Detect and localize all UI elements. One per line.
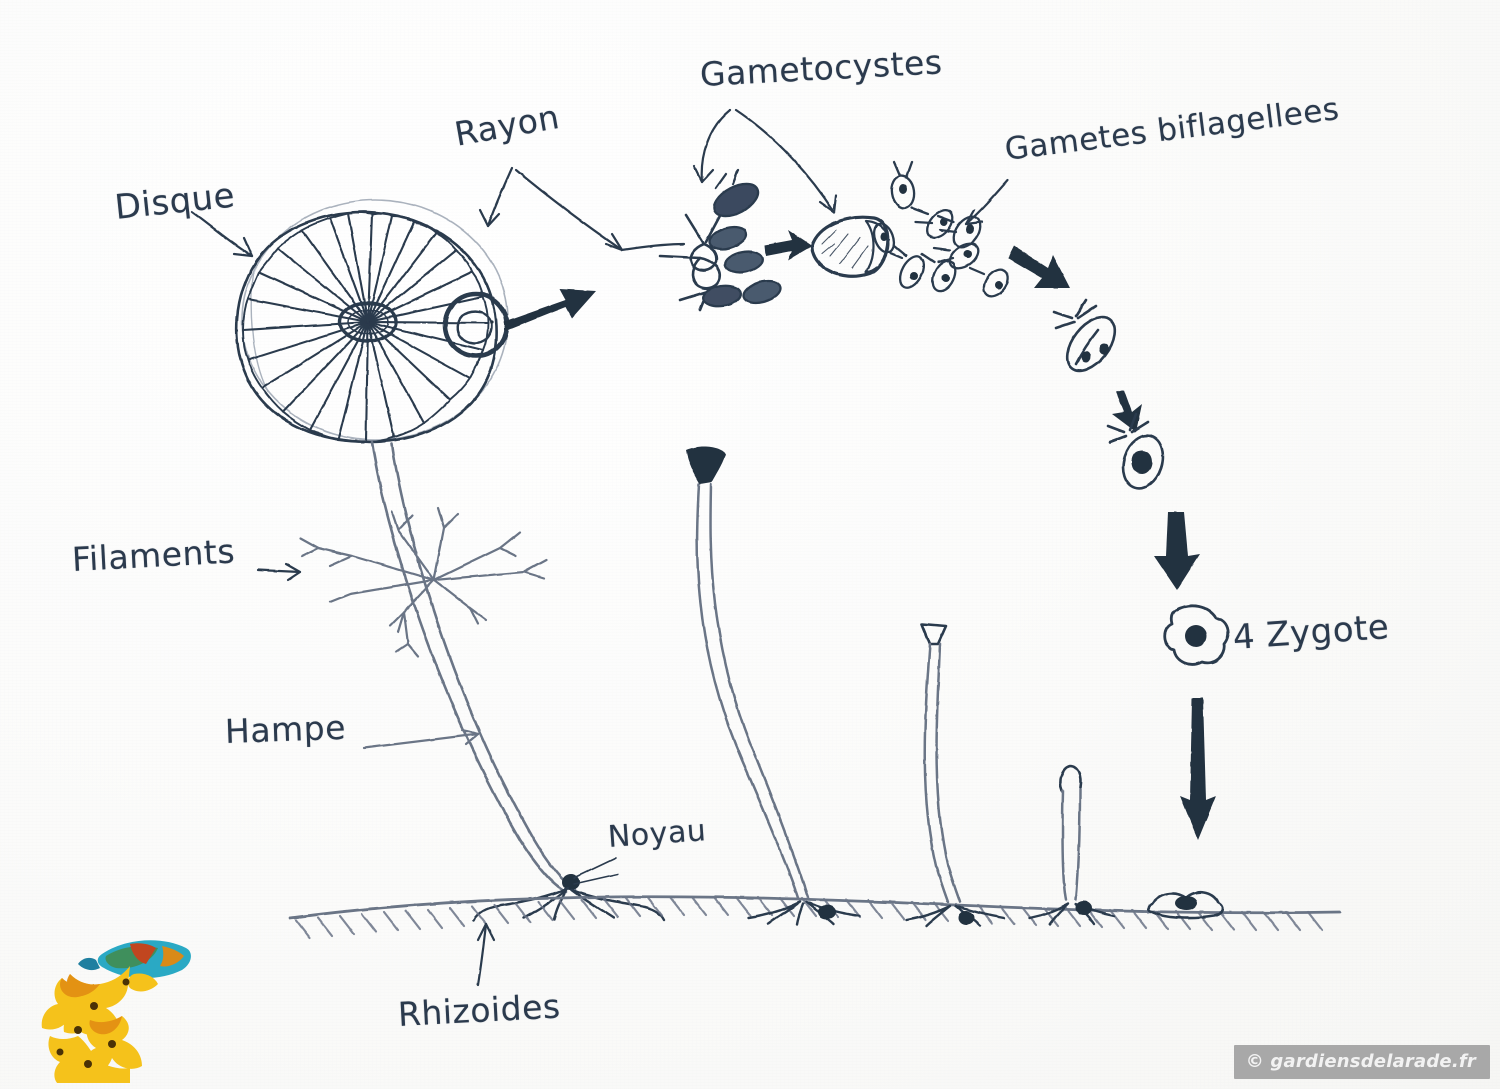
label-noyau: Noyau bbox=[606, 813, 708, 855]
gametocyst-small-group bbox=[701, 168, 782, 308]
gamete bbox=[872, 222, 896, 254]
watermark: © gardiensdelarade.fr bbox=[1233, 1045, 1490, 1079]
gamete bbox=[890, 160, 916, 210]
logo-coral-shadow bbox=[60, 974, 122, 1035]
label-leader-lines bbox=[190, 166, 686, 987]
substrate-ground-line bbox=[288, 895, 1342, 940]
gamete bbox=[968, 266, 1010, 298]
gamete bbox=[932, 242, 980, 270]
arrow-disc-to-gametocysts bbox=[504, 289, 596, 331]
label-hampe: Hampe bbox=[224, 707, 347, 751]
hampe-stalk bbox=[370, 440, 577, 894]
fused-zygote-cell bbox=[1106, 412, 1165, 490]
arrow-to-zygote bbox=[1154, 512, 1200, 590]
stage-gamete-swarm bbox=[872, 160, 1070, 298]
arrow-cyst-enlarge bbox=[765, 230, 812, 260]
logo-gardiens-de-la-rade bbox=[41, 940, 191, 1083]
leader-disque bbox=[190, 210, 254, 258]
stage-gametocyst-release bbox=[658, 108, 890, 312]
gamete bbox=[910, 206, 954, 239]
label-arrows-gametocystes bbox=[692, 108, 838, 214]
arrow-fusion-step bbox=[1112, 390, 1142, 432]
label-arrow-gametes bbox=[964, 178, 1010, 226]
settled-zygote bbox=[1146, 890, 1225, 920]
gamete bbox=[936, 214, 982, 249]
germling-1 bbox=[686, 446, 862, 926]
logo-fish-body bbox=[78, 940, 191, 979]
disc-ray-scallops bbox=[242, 211, 489, 443]
noyau-pointer-lines bbox=[573, 857, 619, 885]
germling-2 bbox=[904, 622, 1006, 928]
ray-with-cysts bbox=[658, 210, 724, 312]
stage-zygote bbox=[1163, 604, 1230, 840]
arrow-gametes-down bbox=[1008, 246, 1070, 288]
fusing-gamete-pair bbox=[1052, 298, 1117, 373]
gametocyst-enlarged bbox=[810, 215, 890, 278]
leader-filaments bbox=[256, 562, 302, 582]
gamete bbox=[886, 244, 926, 289]
stage-germlings bbox=[686, 446, 1225, 928]
leader-hampe bbox=[362, 728, 480, 750]
arrow-zygote-settle bbox=[1180, 698, 1216, 840]
gamete bbox=[920, 252, 957, 293]
leader-rayon-disc bbox=[478, 166, 514, 228]
leader-rhizoides bbox=[476, 922, 496, 987]
logo-coral-polyps bbox=[56, 978, 130, 1068]
stage-gamete-fusion bbox=[1052, 298, 1200, 590]
germling-3 bbox=[1028, 764, 1116, 926]
disc-center-ring bbox=[338, 301, 398, 343]
stage-adult-thallus bbox=[235, 199, 666, 922]
leader-rayon-cyst bbox=[514, 168, 686, 252]
filaments-whorl bbox=[298, 506, 548, 658]
